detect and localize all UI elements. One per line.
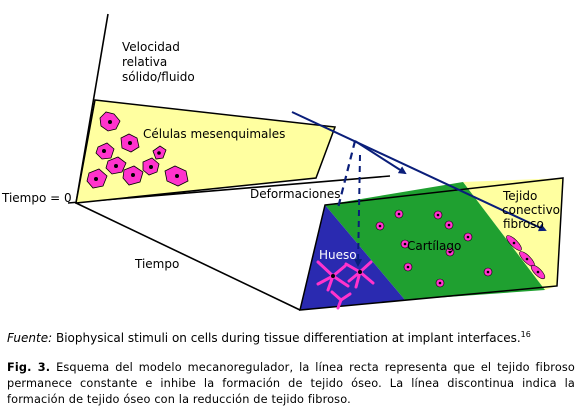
- fibrous-path-arrow: [291, 111, 547, 232]
- lower-plane-outline: [299, 177, 564, 311]
- connective-label-line1: Tejido: [502, 189, 537, 203]
- cell: [99, 111, 121, 132]
- fibrous-region: [463, 178, 563, 290]
- fibrous-cells: [506, 235, 546, 280]
- cell: [122, 165, 144, 186]
- figure-source: Fuente: Biophysical stimuli on cells dur…: [7, 330, 531, 345]
- bone-region: [300, 205, 405, 310]
- velocity-label-line3: sólido/fluido: [122, 70, 195, 84]
- cell: [95, 142, 115, 160]
- cell: [483, 267, 493, 277]
- cell: [506, 235, 522, 251]
- cell: [463, 232, 473, 242]
- cell: [120, 133, 140, 153]
- time-label: Tiempo: [134, 257, 179, 271]
- cell: [142, 157, 160, 176]
- cell: [164, 165, 189, 187]
- cell: [86, 168, 108, 189]
- cell: [433, 210, 443, 220]
- velocity-label-line2: relativa: [122, 55, 167, 69]
- mesenchymal-label: Células mesenquimales: [143, 127, 285, 141]
- bone-path-dashed-arrow: [336, 140, 357, 209]
- branch-arrow: [354, 140, 407, 175]
- cell: [152, 145, 167, 160]
- osteocyte: [330, 290, 352, 310]
- deformations-label: Deformaciones: [250, 187, 340, 201]
- bone-path-dashed-arrow-2: [354, 154, 363, 267]
- cell: [444, 220, 454, 230]
- cell: [400, 239, 410, 249]
- bone-cells: [316, 260, 375, 310]
- source-label: Fuente:: [7, 331, 53, 345]
- cell: [403, 262, 413, 272]
- time-zero-label: Tiempo = 0: [1, 191, 72, 205]
- source-text: Biophysical stimuli on cells during tiss…: [55, 331, 521, 345]
- caption-figure-label: Fig. 3.: [7, 361, 51, 374]
- cartilage-label: Cartílago: [407, 239, 461, 253]
- cartilage-cells: [375, 209, 493, 288]
- connective-label-line2: conectivo: [502, 203, 560, 217]
- cell: [394, 209, 404, 219]
- connective-label-line3: fibroso: [503, 217, 544, 231]
- source-reference: 16: [520, 330, 531, 339]
- mechanoregulation-diagram: Velocidad relativa sólido/fluido Células…: [1, 13, 564, 311]
- cell: [530, 264, 546, 280]
- cell: [375, 221, 385, 231]
- velocity-label-line1: Velocidad: [122, 40, 180, 54]
- figure-caption: Fig. 3. Esquema del modelo mecanoregulad…: [7, 360, 575, 408]
- osteocyte: [344, 260, 375, 289]
- osteocyte: [316, 260, 350, 292]
- cell: [105, 156, 127, 175]
- mesenchymal-cells: [86, 111, 189, 189]
- cell: [435, 278, 445, 288]
- bone-label: Hueso: [319, 248, 357, 262]
- caption-text: Esquema del modelo mecanoregulador, la l…: [7, 361, 575, 406]
- time-axis: [75, 202, 301, 311]
- cell: [445, 247, 455, 257]
